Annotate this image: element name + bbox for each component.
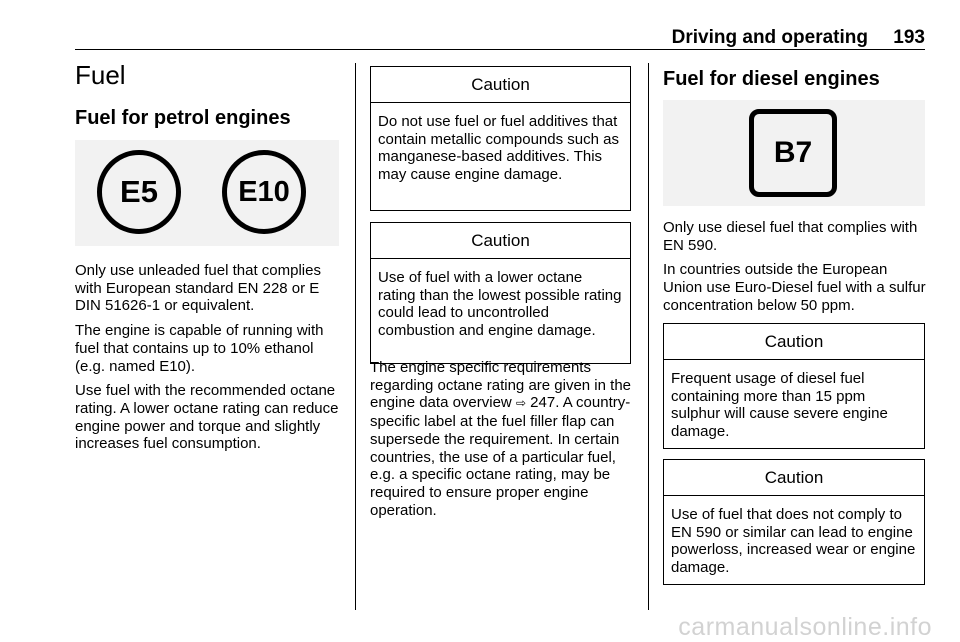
caution-text: Frequent usage of diesel fuel containing… [671,370,888,441]
paragraph: In countries outside the European Union … [663,261,926,314]
petrol-text: Only use unleaded fuel that complies wit… [75,262,345,460]
petrol-fuel-symbols: E5 E10 [75,140,339,246]
section-heading: Fuel [75,60,126,90]
caution-box: Caution Do not use fuel or fuel additive… [370,66,631,211]
caution-text: Use of fuel with a lower octane rating t… [378,269,622,340]
caution-title: Caution [664,460,924,496]
page-number: 193 [893,27,925,48]
e10-fuel-symbol-icon: E10 [222,150,306,234]
octane-requirements-text: The engine specific requirements regardi… [370,359,635,526]
paragraph: Only use unleaded fuel that complies wit… [75,262,321,315]
caution-title: Caution [371,223,630,259]
paragraph: Only use diesel fuel that complies with … [663,219,918,254]
running-header: Driving and operating [671,27,868,48]
page-reference[interactable]: 247 [530,394,556,412]
column-divider-2 [648,63,649,610]
caution-title: Caution [371,67,630,103]
watermark: carmanualsonline.info [678,613,932,641]
caution-text: Use of fuel that does not comply to EN 5… [671,506,916,577]
petrol-subheading: Fuel for petrol engines [75,107,291,129]
diesel-fuel-symbol: B7 [663,100,925,206]
caution-box: Caution Frequent usage of diesel fuel co… [663,323,925,449]
caution-box: Caution Use of fuel that does not comply… [663,459,925,585]
paragraph-text: . A country-specific label at the fuel f… [370,394,631,519]
b7-fuel-symbol-icon: B7 [749,109,837,197]
paragraph: Use fuel with the recommended octane rat… [75,382,339,453]
paragraph: The engine specific requirements regardi… [370,359,635,519]
page-reference-arrow-icon: ⇨ [515,396,526,411]
column-divider-1 [355,63,356,610]
caution-text: Do not use fuel or fuel additives that c… [378,113,619,184]
caution-title: Caution [664,324,924,360]
paragraph: The engine is capable of running with fu… [75,322,324,375]
caution-box: Caution Use of fuel with a lower octane … [370,222,631,364]
diesel-text: Only use diesel fuel that complies with … [663,219,928,322]
diesel-heading: Fuel for diesel engines [663,68,880,90]
e5-fuel-symbol-icon: E5 [97,150,181,234]
header-rule [75,49,925,50]
paragraph-text: The engine specific requirements regardi… [370,359,632,412]
